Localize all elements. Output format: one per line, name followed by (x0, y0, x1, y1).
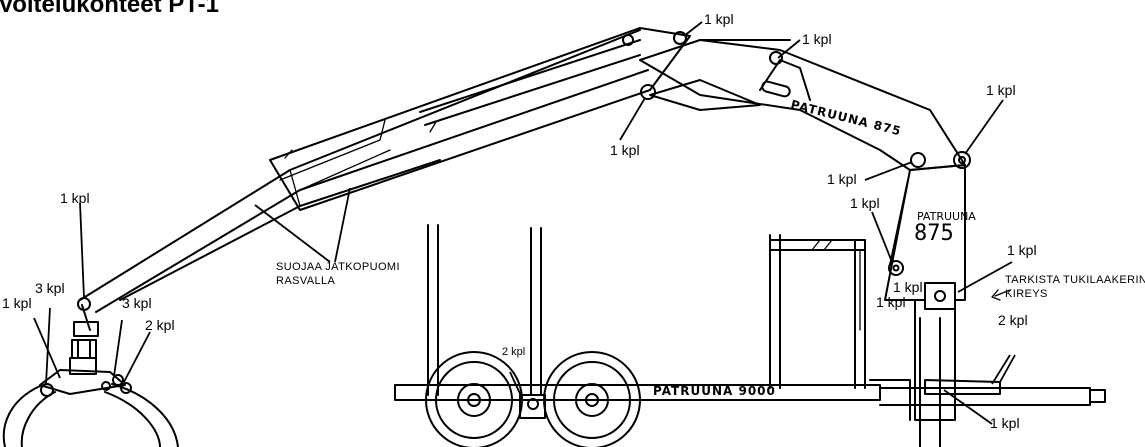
trailer-brand-text: PATRUUNA 9000 (653, 384, 776, 398)
trailer: PATRUUNA 9000 (394, 224, 1106, 447)
note-boom-line1: SUOJAA JATKOPUOMI (276, 261, 400, 273)
crane-column: PATRUUNA 875 (869, 164, 976, 447)
label-column-pin: 1 kpl (850, 195, 880, 211)
label-boom-pin: 1 kpl (610, 142, 640, 158)
label-column-a: 1 kpl (893, 279, 923, 295)
label-knuckle-outer: 1 kpl (986, 82, 1016, 98)
note-bearing-line2: KIREYS (1005, 288, 1048, 300)
note-bearing-line1: TARKISTA TUKILAAKERIN (1005, 274, 1145, 286)
note-boom-line2: RASVALLA (276, 275, 336, 287)
label-bogie: 2 kpl (502, 346, 525, 358)
column-brand-big: 875 (914, 221, 954, 246)
label-bottom: 1 kpl (990, 415, 1020, 431)
label-knuckle-inner: 1 kpl (827, 171, 857, 187)
quantity-labels: 1 kpl 1 kpl 1 kpl 1 kpl 1 kpl 1 kpl 1 kp… (2, 11, 1145, 431)
label-bracket-pin: 1 kpl (802, 31, 832, 47)
label-grapple-3b: 3 kpl (122, 295, 152, 311)
label-column-b: 1 kpl (876, 294, 906, 310)
label-outrigger: 2 kpl (998, 312, 1028, 328)
crane-boom: PATRUUNA 875 (79, 27, 971, 313)
label-boom-tip: 1 kpl (60, 190, 90, 206)
label-top-pin: 1 kpl (704, 11, 734, 27)
leader-lines (33, 21, 1016, 425)
label-grapple-left: 1 kpl (2, 295, 32, 311)
label-bearing: 1 kpl (1007, 242, 1037, 258)
label-grapple-2: 2 kpl (145, 317, 175, 333)
column-brand-small: PATRUUNA (917, 210, 976, 223)
diagram-title: Voitelukohteet PT-1 (0, 0, 219, 18)
label-grapple-3a: 3 kpl (35, 280, 65, 296)
